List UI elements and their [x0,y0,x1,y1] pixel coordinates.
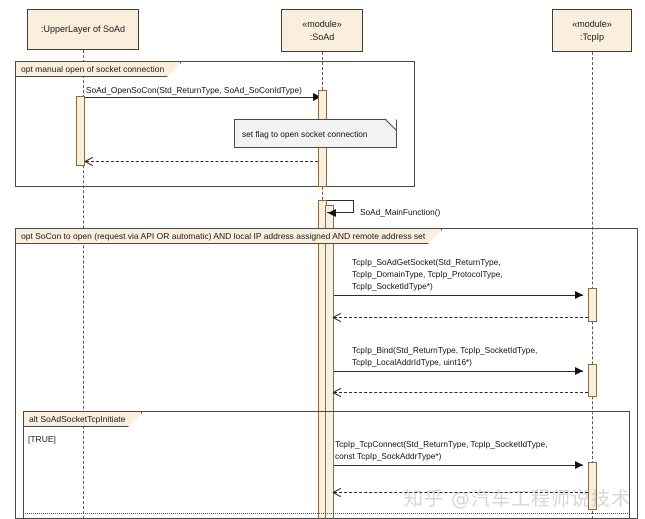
message-line-open-socon-return [86,161,318,162]
message-arrowhead-getsocket [575,291,583,299]
message-label-bind: TcpIp_Bind(Std_ReturnType, TcpIp_SocketI… [352,344,537,368]
message-line-tcpconnect [334,465,583,466]
lifeline-name-upperlayer: :UpperLayer of SoAd [40,24,126,35]
message-text-mainfunction: SoAd_MainFunction() [360,207,441,217]
activation-bar-tcpip-getsocket [588,288,597,322]
message-line-getsocket [334,295,583,296]
fragment-label-opt-manual-open: opt manual open of socket connection [16,62,182,78]
lifeline-line-upperlayer [83,50,84,519]
note-fold-edge-icon [385,119,397,131]
fragment-opt-socon-to-open[interactable]: opt SoCon to open (request via API OR au… [15,228,638,519]
message-line-getsocket-return [334,317,588,318]
lifeline-name-soad: :SoAd [309,31,335,42]
message-arrowhead-getsocket-return [333,313,342,322]
message-text-getsocket-l3: TcpIp_SocketIdType*) [352,281,433,291]
message-label-mainfunction: SoAd_MainFunction() [360,206,440,218]
message-arrowhead-bind-return [333,388,342,397]
message-arrowhead-tcpconnect-return [333,488,342,497]
message-text-open-socon: SoAd_OpenSoCon(Std_ReturnType, SoAd_SoCo… [86,85,302,95]
message-line-bind-return [334,392,588,393]
message-line-open-socon [76,97,321,98]
message-arrowhead-open-socon-return [85,157,94,166]
self-message-arrowhead-mainfunction [328,209,336,217]
lifeline-head-tcpip[interactable]: «module» :TcpIp [552,9,632,52]
message-text-tcpconnect-l2: const TcpIp_SockAddrType*) [335,451,442,461]
lifeline-stereotype-tcpip: «module» [572,19,612,30]
lifeline-head-upperlayer[interactable]: :UpperLayer of SoAd [27,9,139,50]
activation-bar-tcpip-bind [588,364,597,397]
message-text-bind-l2: TcpIp_LocalAddrIdType, uint16*) [352,357,472,367]
fragment-label-text-opt1: opt manual open of socket connection [21,64,165,74]
message-line-tcpconnect-return [334,492,588,493]
message-text-getsocket-l2: TcpIp_DomainType, TcpIp_ProtocolType, [352,269,503,279]
message-label-tcpconnect: TcpIp_TcpConnect(Std_ReturnType, TcpIp_S… [335,438,547,462]
lifeline-name-tcpip: :TcpIp [579,31,604,42]
alt-fragment-divider [23,513,630,514]
message-text-getsocket-l1: TcpIp_SoAdGetSocket(Std_ReturnType, [352,257,501,267]
message-arrowhead-tcpconnect [575,461,583,469]
guard-text-alt-true: [TRUE] [28,434,56,444]
fragment-label-text-alt1: alt SoAdSocketTcpInitiate [29,414,126,424]
lifeline-stereotype-soad: «module» [302,19,342,30]
fragment-label-text-opt2: opt SoCon to open (request via API OR au… [21,231,426,241]
lifeline-head-soad[interactable]: «module» :SoAd [281,9,363,52]
fragment-label-alt-soadsockettcpinitiate: alt SoAdSocketTcpInitiate [24,412,143,428]
message-arrowhead-bind [575,367,583,375]
message-label-open-socon: SoAd_OpenSoCon(Std_ReturnType, SoAd_SoCo… [86,84,302,96]
note-fold-corner [386,119,397,130]
self-message-bracket-mainfunction [327,200,354,213]
message-arrowhead-open-socon [313,93,321,101]
fragment-opt-manual-open[interactable]: opt manual open of socket connection [15,61,415,187]
message-text-tcpconnect-l1: TcpIp_TcpConnect(Std_ReturnType, TcpIp_S… [335,439,548,449]
note-text-set-flag: set flag to open socket connection [242,128,368,139]
lifeline-line-tcpip [592,52,593,519]
guard-label-alt-true: [TRUE] [28,434,56,444]
activation-bar-upperlayer [76,96,85,166]
message-label-getsocket: TcpIp_SoAdGetSocket(Std_ReturnType, TcpI… [352,256,503,292]
fragment-label-opt-socon-to-open: opt SoCon to open (request via API OR au… [16,229,443,245]
message-line-bind [334,371,583,372]
activation-bar-tcpip-tcpconnect [588,462,597,510]
note-set-flag: set flag to open socket connection [234,119,397,148]
message-text-bind-l1: TcpIp_Bind(Std_ReturnType, TcpIp_SocketI… [352,345,538,355]
